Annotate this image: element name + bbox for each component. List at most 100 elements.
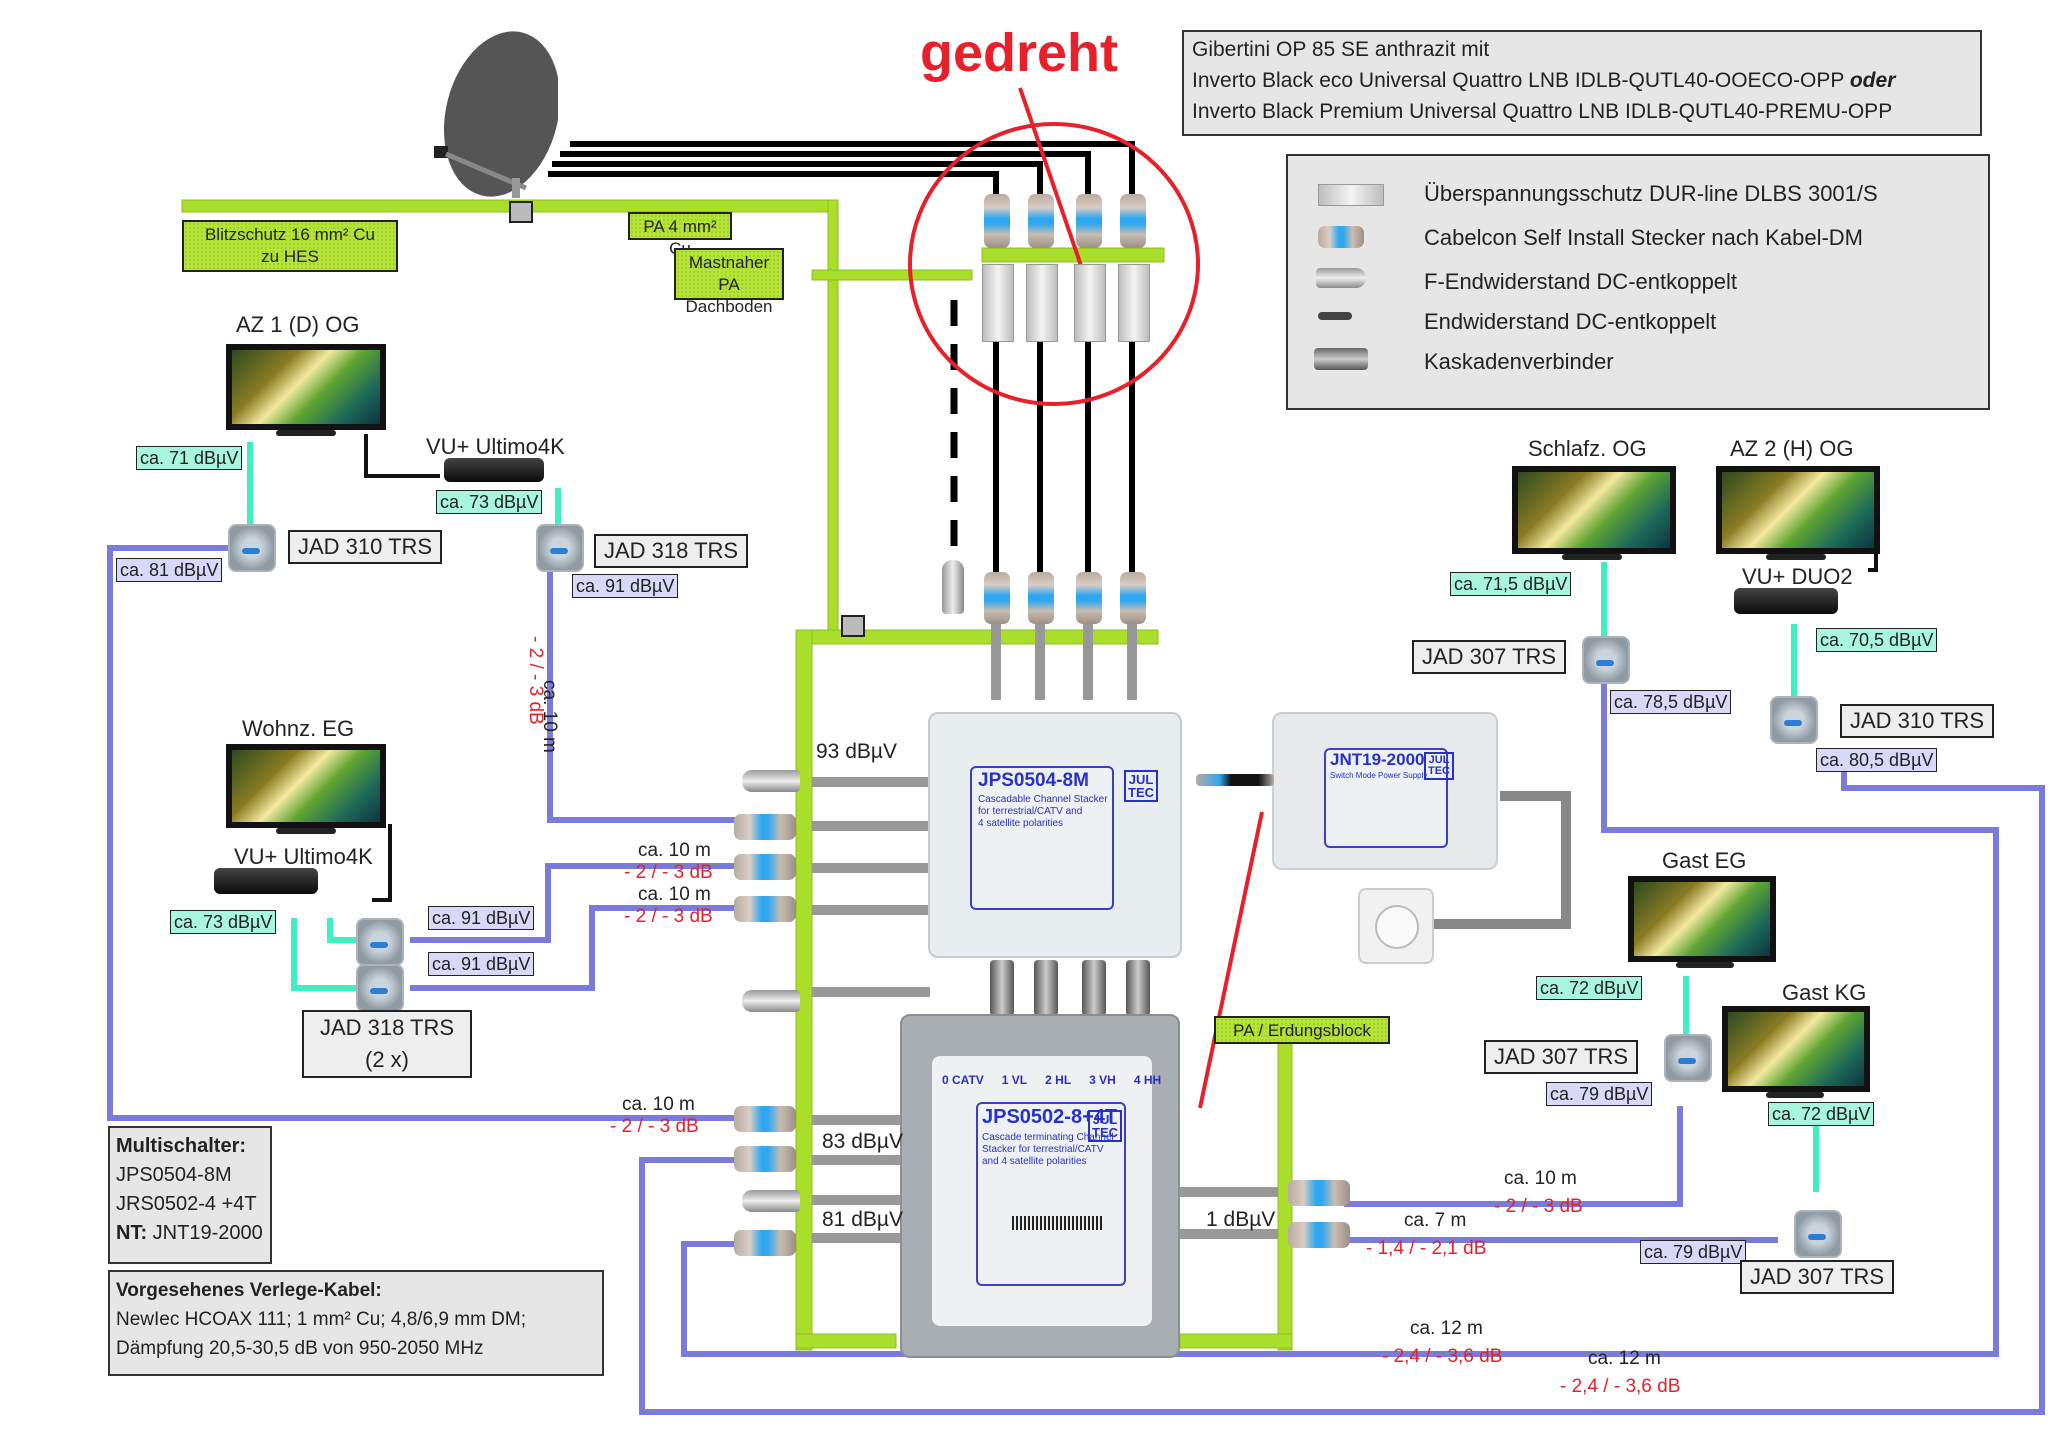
annotation-circle [908, 122, 1200, 406]
cable-loss: - 2 / - 3 dB [624, 862, 713, 883]
f-terminator-icon [742, 1190, 800, 1212]
sat-signal-level: ca. 80,5 dBµV [1816, 748, 1938, 772]
f-terminator-icon [1316, 268, 1366, 288]
cascade-connector-icon [1314, 348, 1368, 370]
cascade-connector-icon [1034, 960, 1058, 1016]
power-supply-model: JNT19-2000 [1330, 750, 1425, 769]
ground-bar-vertical [827, 199, 839, 633]
cable-loss: - 2,4 / - 3,6 dB [1560, 1376, 1681, 1397]
surge-protector-icon [1074, 264, 1106, 342]
cascade-connector-icon [1126, 960, 1150, 1016]
coax-plug-icon [734, 1146, 796, 1172]
f-terminator-icon [742, 990, 800, 1012]
surge-protector-icon [1118, 264, 1150, 342]
coax-plug-icon [734, 1230, 796, 1256]
input-level: 93 dBµV [816, 740, 897, 763]
tv-stand [276, 828, 336, 834]
cable-loss: - 2 / - 3 dB [624, 906, 713, 927]
multiswitch-info-box: Multischalter: JPS0504-8M JRS0502-4 +4T … [108, 1126, 272, 1264]
antenna-socket-icon [536, 524, 584, 572]
power-supply-label-panel [1324, 748, 1448, 848]
cable-loss: - 2,4 / - 3,6 dB [1382, 1346, 1503, 1367]
cable-length: ca. 10 m [638, 840, 711, 861]
f-terminator-icon [742, 770, 800, 792]
coax-plug-icon [734, 1106, 796, 1132]
jad-label: JAD 318 TRS(2 x) [302, 1010, 472, 1078]
annotation-marks [908, 87, 1264, 1109]
cable-loss: - 2 / - 3 dB [1494, 1196, 1583, 1217]
tv-icon [1722, 1006, 1870, 1092]
pa-cable-label: PA 4 mm² Cu [628, 212, 732, 258]
ground-bar-right-bottom [1179, 1333, 1293, 1349]
output-level-83: 83 dBµV [822, 1130, 903, 1153]
legend-box: Überspannungsschutz DUR-line DLBS 3001/S… [1286, 154, 1990, 410]
antenna-socket-icon [356, 964, 404, 1012]
coax-plug-icon [1288, 1180, 1350, 1206]
tv-icon [1716, 466, 1880, 554]
cable-length: ca. 12 m [1410, 1318, 1483, 1339]
tv-stand [1766, 1092, 1824, 1098]
wall-socket-icon [1358, 888, 1434, 964]
coax-plug-icon [1076, 572, 1102, 624]
legend-label: Endwiderstand DC-entkoppelt [1424, 309, 1717, 334]
legend-label: Überspannungsschutz DUR-line DLBS 3001/S [1424, 181, 1878, 206]
output-level-81: 81 dBµV [822, 1208, 903, 1231]
tv-icon [226, 344, 386, 430]
legend-label: F-Endwiderstand DC-entkoppelt [1424, 269, 1738, 294]
tv-icon [226, 744, 386, 828]
receiver-label: VU+ Ultimo4K [426, 434, 565, 459]
sat-signal-level: ca. 78,5 dBµV [1610, 690, 1732, 714]
tv-signal-level: ca. 72 dBµV [1536, 976, 1643, 1000]
coax-plug-icon [1288, 1222, 1350, 1248]
antenna-info-line-1: Gibertini OP 85 SE anthrazit mit [1192, 38, 1490, 61]
antenna-socket-icon [1582, 636, 1630, 684]
receiver-icon [1734, 588, 1838, 614]
receiver-signal-level: ca. 70,5 dBµV [1816, 628, 1938, 652]
cable-length: ca. 12 m [1588, 1348, 1661, 1369]
jumper-cables [812, 620, 1278, 1243]
cable-length: ca. 10 m [1504, 1168, 1577, 1189]
ground-bar-mast-pa [811, 269, 973, 281]
tv-icon [1628, 876, 1776, 962]
cable-length: ca. 10 m [638, 884, 711, 905]
coax-plug-icon [734, 814, 796, 840]
room-label: Gast KG [1782, 980, 1867, 1005]
surge-protector-icon [982, 264, 1014, 342]
coax-plug-icon [1028, 572, 1054, 624]
coax-plug-icon [734, 854, 796, 880]
coax-plug-icon [984, 194, 1010, 248]
sat-signal-level: ca. 91 dBµV [572, 574, 679, 598]
tv-icon [1512, 466, 1676, 554]
cable-loss: - 2 / - 3 dB [525, 636, 546, 725]
cable-loss: - 2 / - 3 dB [610, 1116, 699, 1137]
multiswitch-model: JPS0504-8M [978, 770, 1089, 791]
multiswitch-info-line: JRS0502-4 +4T [116, 1193, 257, 1215]
ground-clamp-ms [841, 615, 865, 637]
cable-info-box: Vorgesehenes Verlege-Kabel: NewIec HCOAX… [108, 1270, 604, 1376]
coax-plug-icon [1076, 194, 1102, 248]
room-label: Gast EG [1662, 848, 1747, 873]
cascade-connector-icon [990, 960, 1014, 1016]
cable-loss: - 1,4 / - 2,1 dB [1366, 1238, 1487, 1259]
antenna-info-box: Gibertini OP 85 SE anthrazit mit Inverto… [1182, 30, 1982, 136]
jad-label: JAD 307 TRS [1412, 640, 1567, 674]
multiswitch-model: JPS0502-8+4T [982, 1106, 1118, 1128]
receiver-label: VU+ Ultimo4K [234, 844, 373, 869]
sat-signal-level: ca. 79 dBµV [1546, 1082, 1653, 1106]
ground-bar-top [181, 199, 835, 213]
multiswitch-info-line: JPS0504-8M [116, 1164, 232, 1186]
power-supply-subtitle: Switch Mode Power Supply [1330, 771, 1428, 780]
sat-cables [107, 545, 2045, 1415]
terminator-icon [1318, 312, 1352, 320]
coax-plug-icon [1318, 226, 1364, 248]
ground-bars [181, 199, 1293, 1351]
cable-info-line: NewIec HCOAX 111; 1 mm² Cu; 4,8/6,9 mm D… [116, 1309, 527, 1330]
receiver-icon [444, 458, 544, 482]
tv-signal-level: ca. 71 dBµV [136, 446, 243, 470]
